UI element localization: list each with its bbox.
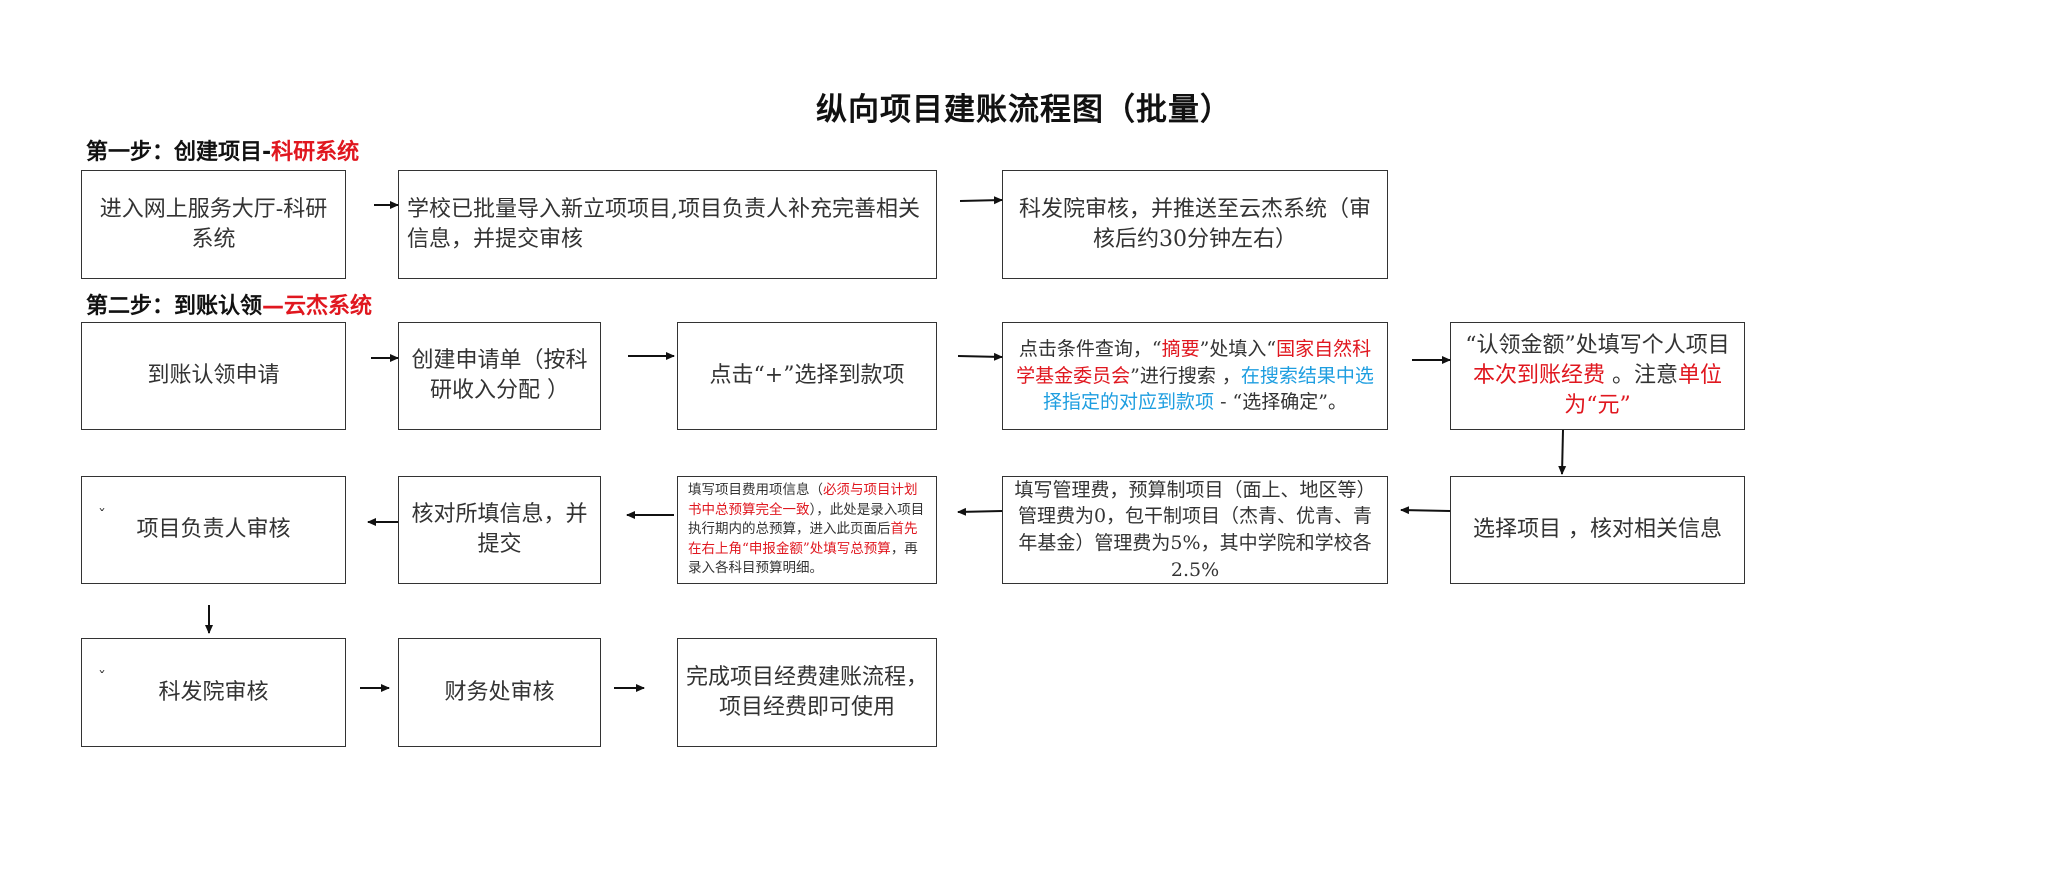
box-text: 学校已批量导入新立项项目,项目负责人补充完善相关信息，并提交审核 bbox=[407, 196, 920, 252]
tick-mark: ˇ bbox=[98, 506, 106, 525]
text-part: 点击条件查询，“ bbox=[1018, 338, 1162, 361]
text-part: - “选择确定”。 bbox=[1214, 391, 1347, 414]
step2-label: 第二步：到账认领 bbox=[86, 294, 263, 319]
arrow-left bbox=[957, 507, 1003, 516]
page-title: 纵向项目建账流程图（批量） bbox=[816, 92, 1232, 128]
box-enter-portal: 进入网上服务大厅-科研系统 bbox=[81, 170, 346, 279]
box-management-fee: 填写管理费，预算制项目（面上、地区等）管理费为0，包干制项目（杰青、优青、青年基… bbox=[1002, 476, 1388, 584]
text-part: ），此处是录入项目执行期内的总预算，进入此页面后 bbox=[688, 501, 925, 538]
tick-mark: ˇ bbox=[98, 668, 106, 687]
box-text: “认领金额”处填写个人项目本次到账经费 。注意单位为“元” bbox=[1459, 331, 1736, 420]
step2-system: —云杰系统 bbox=[262, 294, 373, 319]
box-text: 核对所填信息，并提交 bbox=[411, 502, 588, 557]
text-part: ”进行搜索 ， bbox=[1130, 364, 1241, 387]
box-complete-info: 学校已批量导入新立项项目,项目负责人补充完善相关信息，并提交审核 bbox=[398, 170, 937, 279]
step1-heading: 第一步：创建项目-科研系统 bbox=[86, 134, 359, 166]
text-highlight: 首先在右上角“申报金额”处填写总预算 bbox=[688, 521, 918, 557]
box-kfy-review: ˇ 科发院审核 bbox=[81, 638, 346, 747]
step1-system: 科研系统 bbox=[271, 140, 360, 165]
box-verify-submit: 核对所填信息，并提交 bbox=[398, 476, 601, 584]
box-text: 完成项目经费建账流程，项目经费即可使用 bbox=[686, 664, 929, 720]
box-claim-apply: 到账认领申请 bbox=[81, 322, 346, 430]
text-highlight: 本次到账经费 bbox=[1472, 363, 1605, 389]
box-search-fund: 点击条件查询，“摘要”处填入“国家自然科学基金委员会”进行搜索 ，在搜索结果中选… bbox=[1002, 322, 1388, 430]
arrow-right bbox=[959, 196, 1003, 205]
box-claim-amount: “认领金额”处填写个人项目本次到账经费 。注意单位为“元” bbox=[1450, 322, 1745, 430]
box-fill-budget: 填写项目费用项信息（必须与项目计划书中总预算完全一致），此处是录入项目执行期内的… bbox=[677, 476, 937, 584]
box-text: 到账认领申请 bbox=[147, 363, 280, 389]
box-text: 项目负责人审核 bbox=[136, 517, 291, 543]
text-part: 。注意 bbox=[1605, 363, 1678, 389]
text-part: ，再录入各科目预算明细。 bbox=[688, 540, 918, 577]
text-part: 填写项目费用项信息（ bbox=[688, 482, 823, 499]
box-text: 科发院审核，并推送至云杰系统（审核后约30分钟左右） bbox=[1018, 196, 1371, 252]
text-highlight: 国家自然科学基金委员会 bbox=[1016, 338, 1372, 387]
text-part: ”处填入“ bbox=[1199, 338, 1277, 361]
box-review-push: 科发院审核，并推送至云杰系统（审核后约30分钟左右） bbox=[1002, 170, 1388, 279]
box-text: 进入网上服务大厅-科研系统 bbox=[99, 196, 328, 252]
box-text: 填写管理费，预算制项目（面上、地区等）管理费为0，包干制项目（杰青、优青、青年基… bbox=[1014, 478, 1376, 581]
box-text: 填写项目费用项信息（必须与项目计划书中总预算完全一致），此处是录入项目执行期内的… bbox=[688, 481, 926, 579]
box-finance-review: 财务处审核 bbox=[398, 638, 601, 747]
arrow-left bbox=[1400, 506, 1451, 515]
text-highlight: 在搜索结果中选择指定的对应到款项 bbox=[1043, 364, 1374, 414]
box-text: 点击“+”选择到款项 bbox=[709, 363, 905, 389]
step2-heading: 第二步：到账认领—云杰系统 bbox=[86, 288, 372, 320]
box-text: 选择项目 ，核对相关信息 bbox=[1473, 517, 1722, 543]
text-part: “认领金额”处填写个人项目 bbox=[1465, 333, 1730, 359]
box-pi-review: ˇ 项目负责人审核 bbox=[81, 476, 346, 584]
arrow-down bbox=[1558, 429, 1567, 475]
text-highlight: 摘要 bbox=[1161, 338, 1200, 361]
box-select-fund: 点击“+”选择到款项 bbox=[677, 322, 937, 430]
box-select-project: 选择项目 ，核对相关信息 bbox=[1450, 476, 1745, 584]
box-complete: 完成项目经费建账流程，项目经费即可使用 bbox=[677, 638, 937, 747]
box-text: 科发院审核 bbox=[158, 679, 269, 705]
text-highlight: 必须与项目计划书中总预算完全一致 bbox=[688, 482, 918, 518]
box-text: 财务处审核 bbox=[444, 679, 555, 705]
arrow-right bbox=[957, 352, 1003, 361]
box-text: 创建申请单（按科研收入分配 ） bbox=[411, 348, 588, 403]
box-text: 点击条件查询，“摘要”处填入“国家自然科学基金委员会”进行搜索 ，在搜索结果中选… bbox=[1011, 336, 1379, 416]
text-highlight: 单位为“元” bbox=[1564, 363, 1723, 418]
box-create-form: 创建申请单（按科研收入分配 ） bbox=[398, 322, 601, 430]
step1-label: 第一步：创建项目- bbox=[86, 140, 272, 165]
